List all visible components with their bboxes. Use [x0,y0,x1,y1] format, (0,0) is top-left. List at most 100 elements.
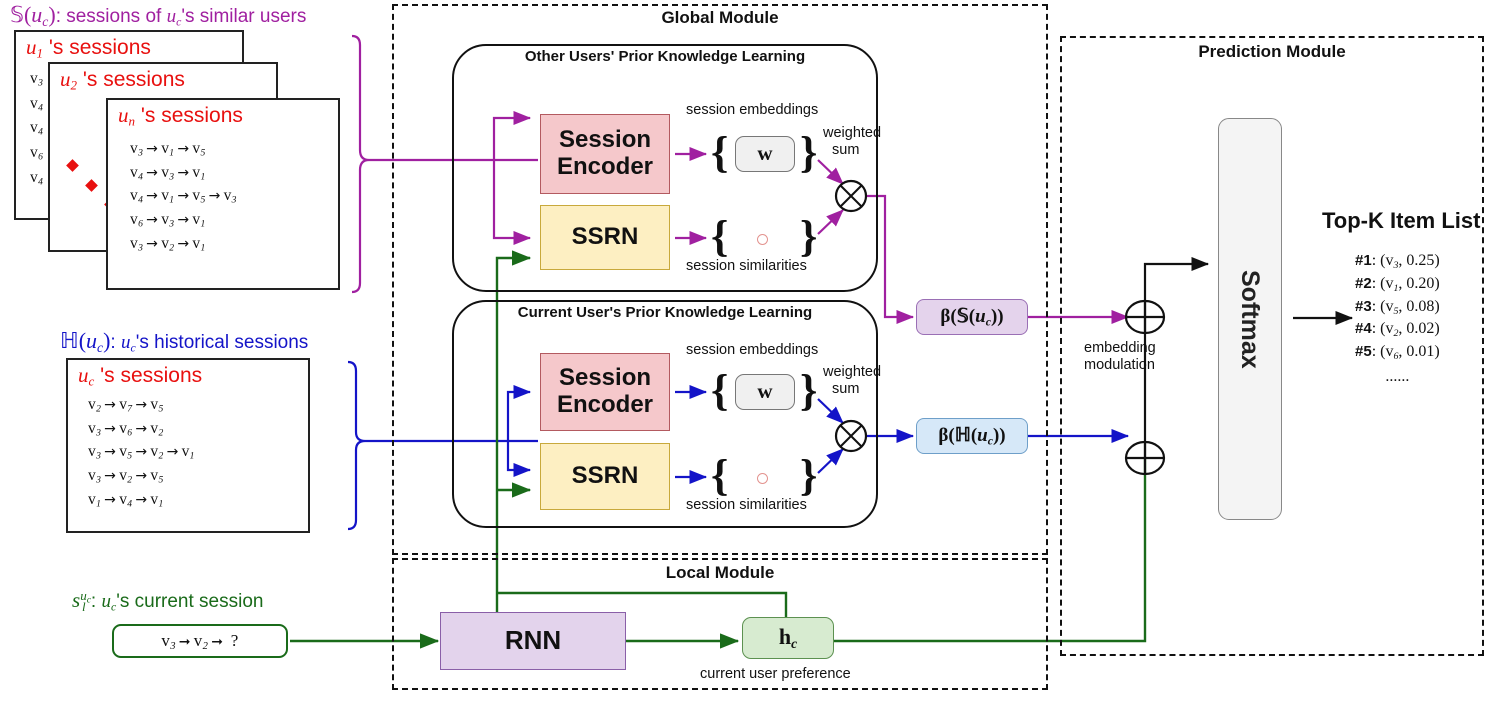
session-embeddings-label-1: session embeddings [686,102,819,118]
global-module-frame [392,4,1048,555]
other-users-panel-title: Other Users' Prior Knowledge Learning [524,48,806,65]
weighted-line1: weighted [823,125,882,141]
historical-heading-tail: 's historical sessions [135,332,309,353]
session-row: v3→v2→v1 [130,234,206,254]
session-row: v6 [30,144,44,163]
session-row: v3→v1→v5 [130,140,206,159]
historical-heading-u: uc [120,332,136,355]
session-row: v6→v3→v1 [130,211,206,230]
local-module-frame [392,558,1048,690]
topk-list: #1: (v3, 0.25) #2: (v1, 0.20) #3: (v5, 0… [1355,252,1440,386]
session-card-u1-rows: v3 v4 v4 v6 v4 [30,70,43,187]
session-row: v4 [30,119,44,139]
similar-users-heading-tail: 's similar users [181,6,307,27]
current-session-heading: sucl : uc's current session [72,588,263,615]
session-row: v3→v6→v2 [88,419,164,439]
session-row: v4 [30,168,44,188]
session-encoder-line2: Encoder [556,153,654,180]
session-row: v2→v7→v5 [88,396,164,415]
session-card-un-title: un 's sessions [118,103,243,129]
current-session-box: v3➞v2➞ ? [112,624,288,658]
similar-users-heading-symbol: 𝕊(uc) [10,2,56,29]
session-card-uc-title: uc 's sessions [78,363,203,389]
w-block-2: w [735,374,795,410]
similarity-dot-1 [757,234,768,245]
session-row: v4→v1→v5→v3 [130,187,237,207]
similarity-dot-2 [757,473,768,484]
rnn-block: RNN [440,612,626,670]
session-card-un: un 's sessions v3→v1→v5 v4→v3→v1 v4→v1→v… [106,98,340,290]
session-card-uc-rows: v2→v7→v5 v3→v6→v2 v3→v5→v2→v1 v3→v2→v5 v… [88,396,195,509]
session-card-u1-title: u1 's sessions [26,35,151,61]
topk-item: #4: (v2, 0.02) [1355,320,1440,340]
topk-title: Top-K Item List [1322,208,1481,233]
session-row: v4→v3→v1 [130,163,206,183]
beta-similar-users-label: β(𝕊(uc)) [940,305,1004,329]
softmax-label: Softmax [1236,269,1264,369]
historical-heading-text: : [110,332,121,353]
session-row: v1→v4→v1 [88,490,164,510]
ssrn-block-2: SSRN [540,443,670,510]
global-module-title: Global Module [661,8,779,27]
hc-caption: current user preference [700,666,851,682]
modulation-line2: modulation [1084,357,1155,374]
right-brace-sim-2: } [800,451,818,500]
softmax-block: Softmax [1218,118,1282,520]
left-brace-1: { [711,128,729,177]
hc-block: hc [742,617,834,659]
session-card-u2-title: u2 's sessions [60,67,185,93]
session-encoder-line2: Encoder [556,391,654,418]
current-user-panel [452,300,878,528]
current-user-panel-title: Current User's Prior Knowledge Learning [517,304,813,321]
historical-sessions-heading: ℍ(uc): uc's historical sessions [60,328,308,356]
other-users-panel [452,44,878,292]
historical-heading-symbol: ℍ(uc) [60,328,111,355]
topk-ellipsis: ...... [1385,367,1410,385]
w-label: w [757,141,773,166]
current-session-tail: 's current session [116,591,264,612]
w-block-1: w [735,136,795,172]
session-card-un-rows: v3→v1→v5 v4→v3→v1 v4→v1→v5→v3 v6→v3→v1 v… [130,140,237,253]
ellipsis-diamond [66,159,79,172]
session-card-uc: uc 's sessions v2→v7→v5 v3→v6→v2 v3→v5→v… [66,358,310,533]
session-similarities-label-2: session similarities [686,497,807,513]
local-module-title: Local Module [665,563,775,582]
rnn-label: RNN [504,625,562,656]
current-session-symbol: sucl [72,588,92,614]
ellipsis-diamond [85,179,98,192]
prediction-module-title: Prediction Module [1198,42,1346,61]
ssrn-block-1: SSRN [540,205,670,270]
left-brace-sim-1: { [711,212,729,261]
weighted-line1: weighted [823,364,882,380]
right-brace-1: } [800,128,818,177]
weighted-line2: sum [832,142,860,159]
beta-historical-block: β(ℍ(uc)) [916,418,1028,454]
topk-item: #3: (v5, 0.08) [1355,297,1440,317]
weighted-line2: sum [832,381,860,398]
beta-historical-label: β(ℍ(uc)) [938,424,1006,448]
session-embeddings-label-2: session embeddings [686,342,819,358]
session-row: v3→v2→v5 [88,467,164,486]
topk-item: #1: (v3, 0.25) [1355,252,1440,271]
ssrn-label: SSRN [571,462,639,490]
session-similarities-label-1: session similarities [686,258,807,274]
right-brace-sim-1: } [800,212,818,261]
w-label: w [757,379,773,404]
right-brace-2: } [800,366,818,415]
ssrn-label: SSRN [571,223,639,251]
similar-users-heading: 𝕊(uc): sessions of uc's similar users [10,2,306,30]
topk-item: #5: (v6, 0.01) [1355,343,1440,362]
current-session-u: uc [101,591,117,614]
current-session-colon: : [85,591,102,612]
similar-users-heading-text: : sessions of [55,6,167,27]
hc-label: hc [778,623,798,651]
current-session-sequence: v3➞v2➞ ? [161,630,239,652]
beta-similar-users-block: β(𝕊(uc)) [916,299,1028,335]
prediction-module-frame [1060,36,1484,656]
session-row: v3→v5→v2→v1 [88,443,195,463]
